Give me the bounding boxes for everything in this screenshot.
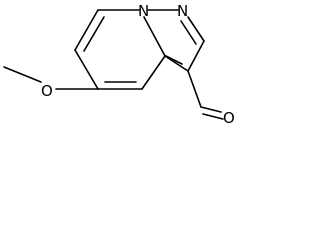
bond-c4-c3a [141, 55, 166, 90]
bond-n1-c7a [143, 16, 166, 57]
bond-c2-c3 [187, 40, 205, 72]
bond-cho-o-double [202, 113, 224, 120]
bond-n2-c2-double [180, 20, 197, 45]
bond-o-ch3 [3, 66, 42, 83]
atom-label-n2: N [177, 2, 188, 20]
bond-c3-cho [187, 70, 202, 108]
bond-n2-c2 [187, 16, 205, 42]
bond-c3-c3a-double [165, 55, 183, 65]
bond-c7-c6-double [83, 16, 105, 52]
atom-label-o-methoxy: O [41, 82, 53, 100]
bond-c6-c5 [74, 49, 99, 90]
bond-c3-c3a [164, 55, 189, 72]
bond-cho-o [200, 106, 222, 113]
atom-label-n1: N [138, 2, 149, 20]
atom-label-o-aldehyde: O [223, 109, 235, 127]
bond-c7-c6 [74, 9, 99, 51]
chemical-structure-diagram: N N O O [3, 2, 235, 127]
